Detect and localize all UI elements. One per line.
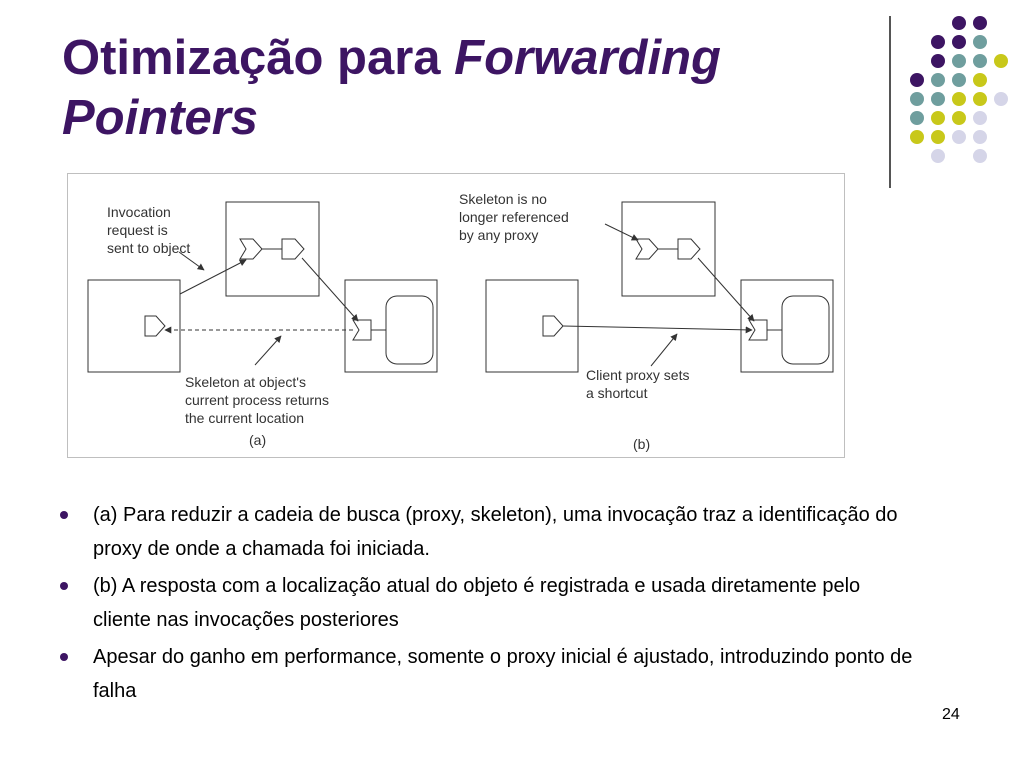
decorative-dot [952, 92, 966, 106]
client-process-box-a [87, 279, 181, 373]
page-number: 24 [942, 706, 960, 723]
decorative-dot [931, 73, 945, 87]
invocation-pointer-a [178, 251, 205, 271]
decorative-dot [973, 35, 987, 49]
decorative-dot [931, 111, 945, 125]
decorative-dot [931, 149, 945, 163]
figure-diagram [87, 201, 834, 373]
intermediate-process-box-b [621, 201, 716, 297]
decorative-dot [994, 92, 1008, 106]
object-a [385, 295, 434, 365]
intermediate-skeleton-a [239, 238, 263, 260]
decorative-dot [910, 111, 924, 125]
bullet-text: (a) Para reduzir a cadeia de busca (prox… [93, 504, 898, 560]
decorative-dot [973, 111, 987, 125]
client-proxy-a [144, 315, 166, 337]
decorative-dot [952, 73, 966, 87]
decorative-dot [910, 92, 924, 106]
bullet-item: Apesar do ganho em performance, somente … [58, 640, 918, 708]
caption-a: (a) [249, 432, 267, 448]
skeleton-pointer-a [254, 335, 282, 366]
decorative-dot [973, 16, 987, 30]
slide-title: Otimização para Forwarding Pointers [62, 28, 862, 148]
intermediate-skeleton-b [635, 238, 659, 260]
forward-arrow-b [697, 257, 755, 322]
bullet-marker [60, 582, 68, 590]
decorative-dot [973, 92, 987, 106]
decorative-dot [973, 149, 987, 163]
decorative-dot [952, 54, 966, 68]
title-text: Otimização para [62, 31, 455, 85]
bullet-text: (b) A resposta com a localização atual d… [93, 575, 861, 631]
bullet-item: (a) Para reduzir a cadeia de busca (prox… [58, 498, 918, 566]
object-skeleton-a [352, 319, 372, 341]
object-b [781, 295, 830, 365]
skeleton-label-b: Skeleton is no longer referenced by any … [459, 191, 569, 243]
invocation-label-a: Invocation request is sent to object [107, 204, 191, 256]
decorative-dot [952, 35, 966, 49]
intermediate-process-box-a [225, 201, 320, 297]
bullet-marker [60, 511, 68, 519]
bullet-marker [60, 653, 68, 661]
object-process-box-b [740, 279, 834, 373]
decorative-dot [931, 54, 945, 68]
decorative-dot [931, 35, 945, 49]
decorative-dot [931, 92, 945, 106]
title-divider [889, 16, 891, 188]
shortcut-pointer-b [650, 333, 678, 367]
decorative-dot [973, 54, 987, 68]
object-skeleton-b [748, 319, 768, 341]
bullet-text: Apesar do ganho em performance, somente … [93, 646, 913, 702]
forwarding-pointers-figure: Invocation request is sent to object Ske… [67, 173, 845, 458]
decorative-dot [973, 73, 987, 87]
decorative-dot [994, 54, 1008, 68]
bullet-item: (b) A resposta com a localização atual d… [58, 569, 918, 637]
caption-b: (b) [633, 436, 651, 452]
intermediate-proxy-a [281, 238, 305, 260]
client-label-b: Client proxy sets a shortcut [586, 367, 690, 401]
decorative-dot [910, 73, 924, 87]
forward-arrow-a [301, 257, 359, 322]
decorative-dot [952, 16, 966, 30]
skeleton-label-a: Skeleton at object's current process ret… [185, 374, 329, 426]
bullet-list: (a) Para reduzir a cadeia de busca (prox… [58, 498, 918, 711]
client-proxy-b [542, 315, 564, 337]
decorative-dot [910, 130, 924, 144]
decorative-dot [931, 130, 945, 144]
skeleton-pointer-b [604, 223, 639, 241]
decorative-dot [973, 130, 987, 144]
decorative-dot [952, 130, 966, 144]
title-italic-text: Forwarding Pointers [62, 31, 721, 145]
invocation-arrow-a [179, 259, 247, 295]
decorative-dot [952, 111, 966, 125]
shortcut-arrow-b [562, 325, 753, 334]
intermediate-proxy-b [677, 238, 701, 260]
object-process-box-a [344, 279, 438, 373]
